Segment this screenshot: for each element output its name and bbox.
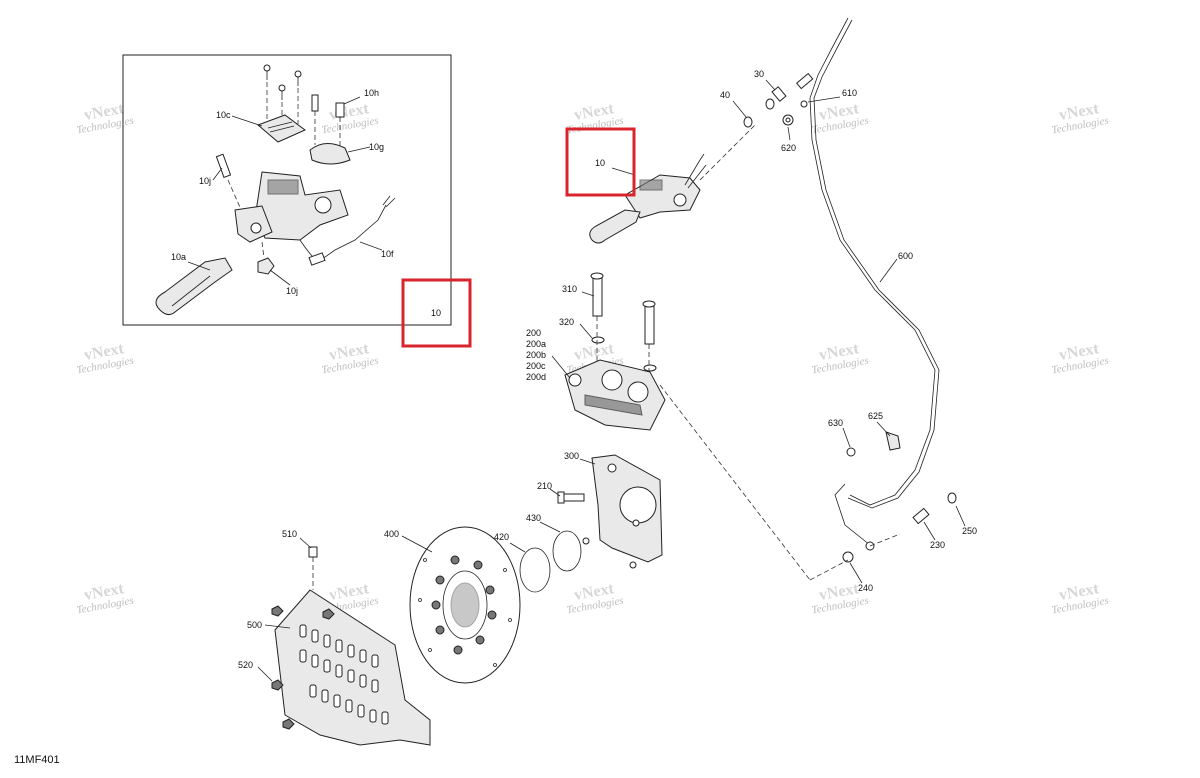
callout-labels: 10c 10h 10g 10j 10a 10f 10j 10 10 30 40 …	[171, 69, 977, 670]
watermarks: vNext Technologies vNext Technologies vN…	[76, 100, 1110, 616]
highlight-box-assembly	[565, 127, 636, 197]
brake-lever	[155, 257, 233, 316]
svg-text:vNext: vNext	[1058, 580, 1101, 604]
watermark: vNext Technologies	[1051, 580, 1110, 616]
master-cylinder-exploded	[155, 64, 396, 316]
svg-text:vNext: vNext	[83, 100, 126, 124]
callout-200: 200	[526, 328, 541, 338]
hose-lower-alignment	[869, 533, 901, 547]
callout-30: 30	[754, 69, 764, 79]
svg-text:vNext: vNext	[818, 340, 861, 364]
callout-310: 310	[562, 284, 577, 294]
callout-520: 520	[238, 660, 253, 670]
handlebar-clamp	[309, 143, 351, 165]
callout-630: 630	[828, 418, 843, 428]
svg-text:vNext: vNext	[818, 580, 861, 604]
splash-guard	[271, 546, 431, 746]
callout-500: 500	[247, 620, 262, 630]
callout-250: 250	[962, 526, 977, 536]
inset-leaders	[187, 96, 383, 286]
callout-300: 300	[564, 451, 579, 461]
callout-625: 625	[868, 411, 883, 421]
callout-230: 230	[930, 540, 945, 550]
watermark: vNext Technologies	[76, 340, 135, 376]
watermark: vNext Technologies	[76, 580, 135, 616]
callout-610: 610	[842, 88, 857, 98]
watermark: vNext Technologies	[1051, 100, 1110, 136]
callout-200d: 200d	[526, 372, 546, 382]
brake-disc	[409, 526, 521, 684]
hose-alignment-line	[699, 124, 756, 181]
svg-text:vNext: vNext	[818, 100, 861, 124]
watermark: vNext Technologies	[1051, 340, 1110, 376]
callout-510: 510	[282, 529, 297, 539]
watermark: vNext Technologies	[566, 100, 625, 136]
callout-200b: 200b	[526, 350, 546, 360]
caliper-hose-alignment	[659, 384, 811, 581]
cover-screws	[263, 64, 302, 128]
svg-text:vNext: vNext	[573, 340, 616, 364]
bleeder-parts	[912, 492, 957, 525]
callout-10f: 10f	[381, 249, 394, 259]
watermark: vNext Technologies	[76, 100, 135, 136]
callout-210: 210	[537, 481, 552, 491]
banjo-fittings	[743, 86, 794, 128]
figure-id: 11MF401	[14, 754, 60, 766]
crush-washer	[842, 551, 854, 563]
svg-text:vNext: vNext	[328, 580, 371, 604]
clamp-bolts	[311, 94, 345, 150]
callout-430: 430	[526, 513, 541, 523]
callout-600: 600	[898, 251, 913, 261]
o-ring-large	[519, 547, 551, 593]
callout-200a: 200a	[526, 339, 546, 349]
svg-text:vNext: vNext	[1058, 100, 1101, 124]
callout-10-inset: 10	[431, 308, 441, 318]
callout-620: 620	[781, 143, 796, 153]
callout-240: 240	[858, 583, 873, 593]
cover-logo	[267, 121, 295, 133]
callout-10c: 10c	[216, 110, 231, 120]
watermark: vNext Technologies	[811, 340, 870, 376]
svg-text:vNext: vNext	[573, 580, 616, 604]
svg-text:vNext: vNext	[83, 580, 126, 604]
brake-hose	[796, 17, 940, 551]
watermark: vNext Technologies	[566, 580, 625, 616]
pivot-pin	[215, 153, 232, 179]
callout-400: 400	[384, 529, 399, 539]
svg-text:vNext: vNext	[328, 340, 371, 364]
reservoir-cover	[257, 114, 306, 143]
svg-text:vNext: vNext	[573, 100, 616, 124]
callout-10a: 10a	[171, 252, 186, 262]
leader-lines	[257, 79, 966, 682]
callout-10j-pin: 10j	[199, 176, 211, 186]
watermark: vNext Technologies	[321, 100, 380, 136]
watermark: vNext Technologies	[321, 340, 380, 376]
brake-caliper	[564, 359, 666, 431]
highlight-box-inset	[401, 278, 472, 348]
callout-40: 40	[720, 90, 730, 100]
callout-10g: 10g	[369, 142, 384, 152]
master-cylinder-assembled	[589, 153, 707, 244]
mc-assembly-lever	[589, 209, 641, 244]
callout-10h: 10h	[364, 88, 379, 98]
callout-200c: 200c	[526, 361, 546, 371]
svg-text:vNext: vNext	[1058, 340, 1101, 364]
inset-frame	[122, 54, 452, 326]
o-ring-small	[552, 530, 582, 572]
callout-10j-nut: 10j	[286, 286, 298, 296]
callout-10-assembly: 10	[595, 158, 605, 168]
hose-clips	[846, 431, 901, 457]
callout-320: 320	[559, 317, 574, 327]
bracket-bolt	[557, 491, 585, 504]
callout-420: 420	[494, 532, 509, 542]
guard-slots	[299, 624, 389, 725]
caliper-bracket	[582, 454, 663, 569]
watermark: vNext Technologies	[811, 100, 870, 136]
svg-text:vNext: vNext	[83, 340, 126, 364]
